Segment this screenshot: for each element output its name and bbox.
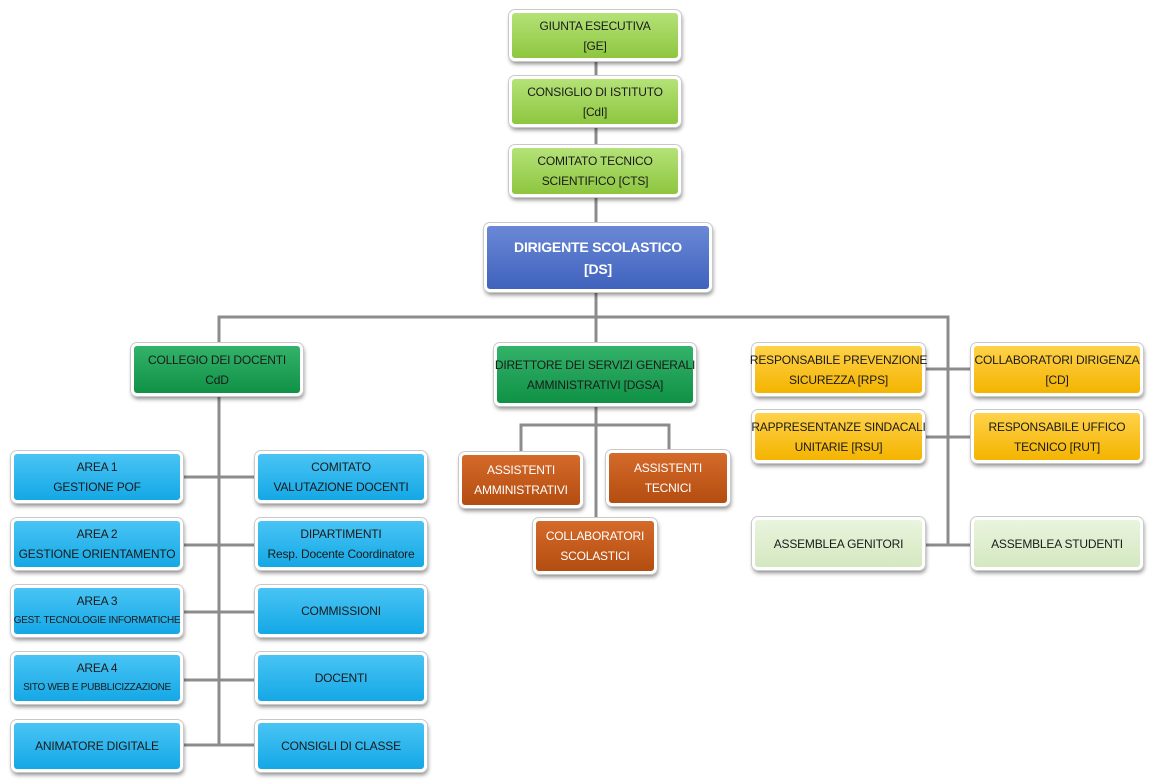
node-area-2: AREA 2 GESTIONE ORIENTAMENTO [11, 518, 183, 570]
node-label: [DS] [584, 260, 612, 277]
node-label: TECNICO [RUT] [1013, 439, 1101, 454]
node-label: GESTIONE ORIENTAMENTO [18, 547, 176, 561]
node-label: ANIMATORE DIGITALE [35, 739, 159, 753]
node-label: [CD] [1045, 372, 1069, 387]
node-collaboratori-dirigenza: COLLABORATORI DIRIGENZA [CD] [971, 343, 1143, 396]
node-label: [GE] [583, 38, 607, 53]
node-label: GESTIONE POF [53, 480, 141, 494]
node-label: SICUREZZA [RPS] [788, 372, 889, 387]
node-label: VALUTAZIONE DOCENTI [273, 480, 409, 494]
node-label: AREA 1 [76, 460, 118, 474]
node-comitato-tecnico-scientifico: COMITATO TECNICO SCIENTIFICO [CTS] [509, 145, 681, 197]
node-label: COLLEGIO DEI DOCENTI [147, 352, 287, 367]
node-label: SCIENTIFICO [CTS] [541, 174, 649, 188]
node-dgsa: DIRETTORE DEI SERVIZI GENERALI AMMINISTR… [494, 343, 696, 406]
node-label: SITO WEB E PUBBLICIZZAZIONE [23, 682, 171, 693]
node-giunta-esecutiva: GIUNTA ESECUTIVA [GE] [509, 10, 681, 61]
node-assistenti-amministrativi: ASSISTENTI AMMINISTRATIVI [459, 452, 583, 508]
node-label: UNITARIE [RSU] [794, 439, 883, 454]
node-area-4: AREA 4 SITO WEB E PUBBLICIZZAZIONE [11, 652, 183, 704]
node-label: CdD [205, 372, 229, 387]
node-label: DIRIGENTE SCOLASTICO [514, 238, 682, 255]
node-area-3: AREA 3 GEST. TECNOLOGIE INFORMATICHE [11, 585, 183, 637]
node-label: RESPONSABILE UFFICO [988, 419, 1126, 434]
node-consiglio-istituto: CONSIGLIO DI ISTITUTO [CdI] [509, 76, 681, 127]
node-label: Resp. Docente Coordinatore [267, 547, 415, 561]
node-label: CONSIGLIO DI ISTITUTO [527, 84, 663, 99]
node-label: DOCENTI [314, 671, 368, 685]
node-label: [CdI] [582, 104, 608, 119]
node-label: ASSEMBLEA GENITORI [773, 536, 904, 551]
node-label: TECNICI [644, 481, 692, 495]
node-label: COLLABORATORI DIRIGENZA [974, 352, 1140, 367]
node-label: AMMINISTRATIVI [474, 483, 568, 497]
node-area-1: AREA 1 GESTIONE POF [11, 451, 183, 503]
node-label: ASSEMBLEA STUDENTI [991, 536, 1123, 551]
node-rps: RESPONSABILE PREVENZIONE SICUREZZA [RPS] [749, 343, 928, 396]
node-collegio-docenti: COLLEGIO DEI DOCENTI CdD [131, 343, 303, 396]
node-label: COMITATO TECNICO [537, 154, 653, 168]
node-label: AREA 4 [76, 661, 118, 675]
node-commissioni: COMMISSIONI [255, 585, 427, 637]
node-label: ASSISTENTI [633, 461, 702, 475]
node-label: GEST. TECNOLOGIE INFORMATICHE [13, 615, 181, 626]
node-animatore-digitale: ANIMATORE DIGITALE [11, 720, 183, 772]
node-label: AREA 3 [76, 594, 118, 608]
node-docenti: DOCENTI [255, 652, 427, 704]
node-comitato-valutazione: COMITATO VALUTAZIONE DOCENTI [255, 451, 427, 503]
node-label: RESPONSABILE PREVENZIONE [749, 352, 928, 367]
node-label: CONSIGLI DI CLASSE [281, 739, 401, 753]
node-label: ASSISTENTI [486, 463, 555, 477]
node-assemblea-studenti: ASSEMBLEA STUDENTI [971, 517, 1143, 570]
node-label: DIPARTIMENTI [300, 527, 382, 541]
node-label: AMMINISTRATIVI [DGSA] [526, 377, 664, 392]
node-rsu: RAPPRESENTANZE SINDACALI UNITARIE [RSU] [751, 410, 926, 463]
node-collaboratori-scolastici: COLLABORATORI SCOLASTICI [533, 518, 657, 574]
node-label: RAPPRESENTANZE SINDACALI [751, 419, 926, 434]
node-dipartimenti: DIPARTIMENTI Resp. Docente Coordinatore [255, 518, 427, 570]
node-assemblea-genitori: ASSEMBLEA GENITORI [752, 517, 925, 570]
node-rut: RESPONSABILE UFFICO TECNICO [RUT] [971, 410, 1143, 463]
node-consigli-classe: CONSIGLI DI CLASSE [255, 720, 427, 772]
node-dirigente-scolastico: DIRIGENTE SCOLASTICO [DS] [484, 223, 712, 292]
node-assistenti-tecnici: ASSISTENTI TECNICI [606, 450, 730, 506]
node-label: COMITATO [311, 460, 371, 474]
node-label: DIRETTORE DEI SERVIZI GENERALI [494, 357, 696, 372]
node-label: SCOLASTICI [560, 549, 630, 563]
node-label: COLLABORATORI [545, 529, 645, 543]
node-label: COMMISSIONI [301, 604, 381, 618]
node-label: AREA 2 [76, 527, 118, 541]
node-label: GIUNTA ESECUTIVA [539, 18, 651, 33]
